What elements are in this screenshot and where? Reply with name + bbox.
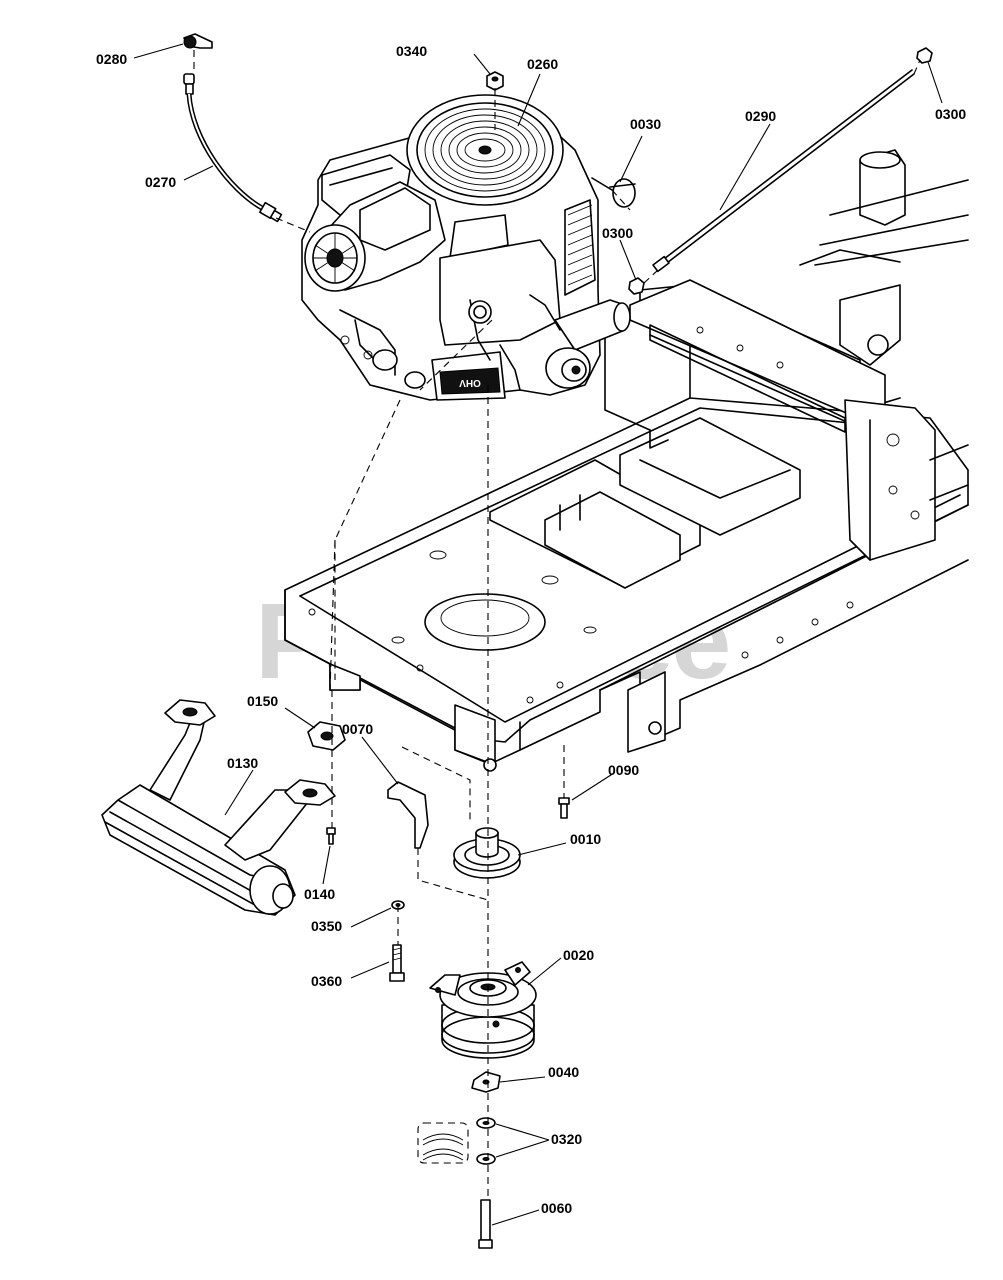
callout-0030: 0030: [630, 116, 661, 132]
callout-0300-mid: 0300: [602, 225, 633, 241]
part-0290-rod: [652, 69, 915, 273]
part-0030-clip: [591, 177, 636, 208]
part-0360-bolt: [389, 944, 405, 982]
part-0010-pulley: [453, 827, 521, 879]
callout-0350: 0350: [311, 918, 342, 934]
part-0340-nut: [486, 71, 504, 91]
part-0020-clutch: [429, 961, 537, 1059]
callout-0260: 0260: [527, 56, 558, 72]
callout-0340: 0340: [396, 43, 427, 59]
callout-0020: 0020: [563, 947, 594, 963]
callout-0130: 0130: [227, 755, 258, 771]
part-0090-bolt: [558, 797, 570, 819]
callout-0280: 0280: [96, 51, 127, 67]
callout-0320: 0320: [551, 1131, 582, 1147]
callout-0150: 0150: [247, 693, 278, 709]
part-0040-adapter: [471, 1071, 501, 1093]
part-0150-gasket: [307, 721, 346, 751]
callout-0010: 0010: [570, 831, 601, 847]
flywheel-screen: [424, 108, 546, 192]
part-0130-muffler: [101, 699, 336, 916]
engine-badge: OHV: [459, 377, 481, 388]
callout-labels: 0280 0340 0260 0300 0030 0290 0270 0300 …: [96, 43, 966, 1216]
callout-0060: 0060: [541, 1200, 572, 1216]
callout-0140: 0140: [304, 886, 335, 902]
part-0300-clip-mid: [628, 277, 645, 295]
callout-0300-top: 0300: [935, 106, 966, 122]
part-0280-clamp: [183, 33, 213, 49]
part-0270-line: [183, 73, 283, 223]
leader-lines: [133, 43, 943, 1226]
callout-0360: 0360: [311, 973, 342, 989]
callout-0270: 0270: [145, 174, 176, 190]
callout-0070: 0070: [342, 721, 373, 737]
intake-fins: [313, 233, 357, 283]
callout-0290: 0290: [745, 108, 776, 124]
engine-assembly: OHV: [301, 94, 631, 401]
part-0140-bolt: [326, 827, 336, 845]
part-0320-washers: [417, 1117, 496, 1165]
part-0060-bolt: [478, 1199, 493, 1249]
callout-0090: 0090: [608, 762, 639, 778]
frame-assembly: [284, 149, 969, 772]
assembly-lines: [193, 50, 921, 1200]
callout-0040: 0040: [548, 1064, 579, 1080]
part-0070-bracket: [387, 781, 429, 849]
part-0300-clip-top: [916, 47, 933, 64]
